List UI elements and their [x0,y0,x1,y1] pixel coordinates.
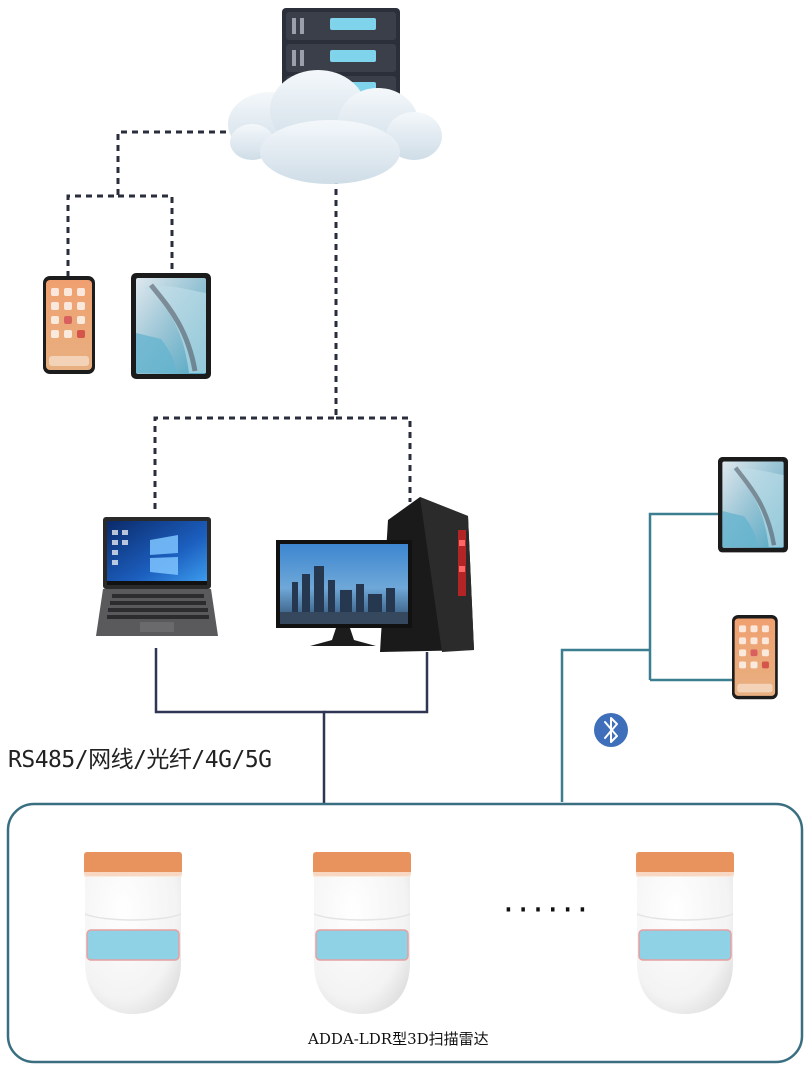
smartphone-icon [732,615,778,700]
laptop-icon [96,517,218,636]
tablet-icon [718,457,788,552]
tablet-icon [131,273,211,379]
radar-sensor-icon [635,851,735,1015]
smartphone-icon [43,276,95,374]
connection-type-label: RS485/网线/光纤/4G/5G [8,747,272,773]
dashed-link-cloud-to-tablet [118,194,174,280]
radar-sensor-icon [312,851,412,1015]
dashed-link-cloud-to-workstations [153,178,338,512]
more-devices-ellipsis: ······ [503,890,592,930]
wired-link-desktop [324,652,429,714]
radar-sensor-icon [83,851,183,1015]
wireless-link-tablet [648,512,718,680]
radar-device-caption: ADDA-LDR型3D扫描雷达 [308,1030,489,1048]
wireless-link-radar [560,648,650,802]
radar-device-group [6,802,804,1064]
bluetooth-icon [594,713,628,747]
dashed-link-to-desktop [336,416,412,502]
desktop-computer-icon [276,497,474,652]
wired-link-laptop [154,648,326,804]
cloud-server-icon [228,8,442,184]
dashed-link-cloud-to-mobiles [66,130,248,282]
